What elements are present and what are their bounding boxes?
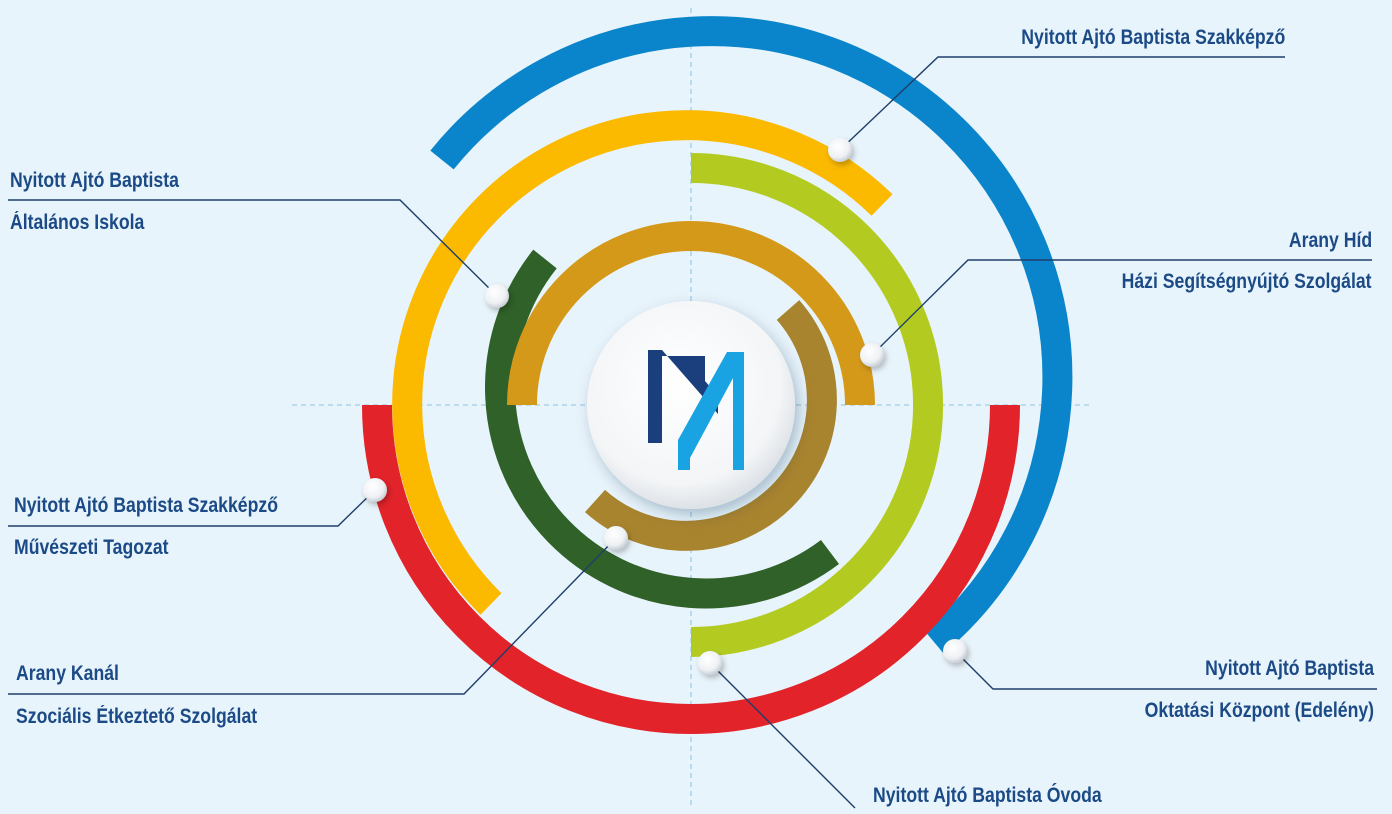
dot-szakkepzo	[828, 138, 852, 162]
label-altalanos-line1: Nyitott Ajtó Baptista	[10, 169, 179, 192]
label-oktatasi-line2: Oktatási Központ (Edelény)	[1144, 699, 1374, 722]
label-oktatasi-line1: Nyitott Ajtó Baptista	[1205, 657, 1374, 680]
arc-bronze	[584, 300, 837, 551]
na-monogram-logo	[648, 350, 744, 470]
label-arany-kanal-line2: Szociális Étkeztető Szolgálat	[16, 705, 258, 728]
dot-arany-kanal	[604, 526, 628, 550]
dot-ovoda	[698, 651, 722, 675]
leader-szakkepzo	[839, 56, 1285, 151]
arc-dark-green	[485, 249, 840, 609]
label-ovoda: Nyitott Ajtó Baptista Óvoda	[873, 784, 1102, 807]
label-muveszeti-line2: Művészeti Tagozat	[14, 536, 169, 559]
dot-muveszeti	[363, 478, 387, 502]
leader-arany-hid	[871, 259, 1372, 356]
label-arany-hid-line2: Házi Segítségnyújtó Szolgálat	[1122, 270, 1372, 293]
arc-red	[362, 404, 1020, 734]
leader-lines	[8, 56, 1377, 809]
label-altalanos-line2: Általános Iskola	[10, 211, 145, 234]
arc-blue-outer	[430, 16, 1073, 654]
leader-muveszeti	[8, 489, 376, 527]
leader-altalanos	[8, 199, 498, 297]
arc-gold	[507, 221, 875, 406]
leader-oktatasi	[954, 650, 1377, 690]
label-arany-kanal-line1: Arany Kanál	[16, 662, 119, 685]
arc-yellow	[392, 110, 893, 615]
arc-lime	[690, 153, 943, 657]
dot-arany-hid	[860, 343, 884, 367]
label-muveszeti-line1: Nyitott Ajtó Baptista Szakképző	[14, 494, 278, 517]
label-szakkepzo: Nyitott Ajtó Baptista Szakképző	[1021, 26, 1285, 49]
leader-ovoda	[709, 662, 856, 809]
center-disc	[587, 301, 795, 509]
leader-arany-kanal	[8, 537, 617, 695]
label-arany-hid-line1: Arany Híd	[1288, 229, 1372, 252]
connector-dots	[363, 138, 967, 675]
dot-oktatasi	[943, 639, 967, 663]
dot-altalanos	[485, 284, 509, 308]
